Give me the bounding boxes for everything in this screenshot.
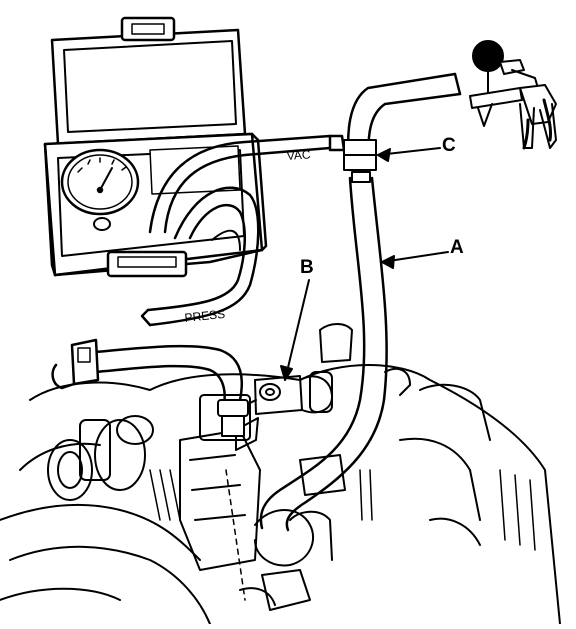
tester-hoses [140,134,346,327]
vac-hose-label: VAC [286,147,311,163]
callout-b: B [300,257,314,278]
press-hose-label: PRESS [184,307,226,325]
t-fitting-c [343,139,377,183]
callout-leaders [280,147,449,381]
bay-hose [51,338,249,437]
vacuum-tester-case [43,16,268,278]
callout-c: C [442,135,456,156]
engine-bay [0,323,561,625]
gauge-dial-icon [60,148,140,216]
callout-a: A [450,237,464,258]
hose-a [259,72,462,532]
vacuum-pump-icon [469,40,557,150]
